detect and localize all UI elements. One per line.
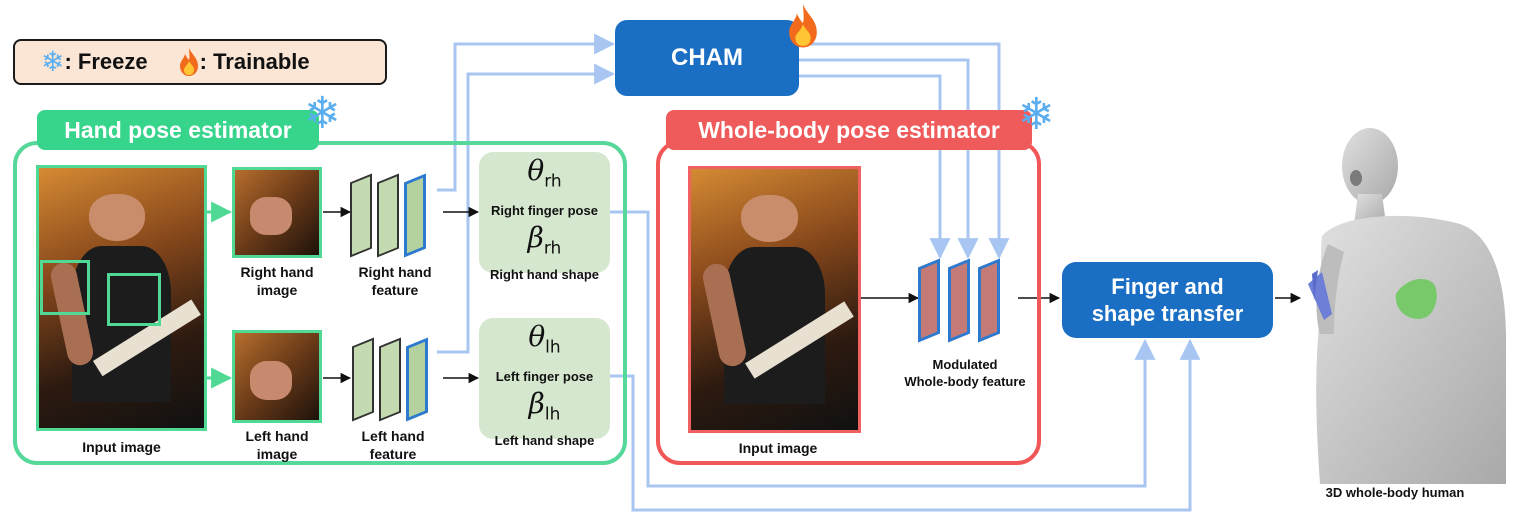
3d-human-figure: [1308, 128, 1506, 484]
left-hand-image: [232, 330, 322, 423]
theta-rh-symbol: θrh: [527, 154, 562, 192]
right-hand-crop-box: [40, 260, 90, 315]
left-hand-params-box: θlh Left finger pose βlh Left hand shape: [479, 318, 610, 448]
output-3d-human-label: 3D whole-body human: [1325, 485, 1465, 500]
snowflake-icon: ❄: [41, 45, 65, 78]
left-hand-feature-stack: [352, 322, 447, 422]
left-hand-shape-label: Left hand shape: [494, 433, 595, 449]
hand-input-image-label: Input image: [82, 439, 161, 455]
beta-rh-symbol: βrh: [527, 220, 562, 259]
right-hand-params-box: θrh Right finger pose βrh Right hand sha…: [479, 152, 610, 282]
snowflake-icon: ❄: [304, 88, 341, 139]
left-finger-pose-label: Left finger pose: [495, 368, 594, 384]
theta-lh-symbol: θlh: [528, 320, 561, 358]
legend: ❄ : Freeze : Trainable: [13, 39, 387, 85]
hand-pose-estimator-title: Hand pose estimator: [37, 110, 319, 150]
whole-body-input-image-label: Input image: [738, 440, 818, 456]
whole-body-pose-estimator-title: Whole-body pose estimator: [666, 110, 1032, 150]
beta-lh-symbol: βlh: [528, 386, 561, 425]
right-hand-shape-label: Right hand shape: [489, 267, 600, 283]
legend-freeze-label: : Freeze: [64, 49, 148, 74]
cham-module: CHAM: [615, 20, 799, 96]
modulated-feature-stack: [918, 245, 1018, 345]
right-finger-pose-label: Right finger pose: [491, 202, 598, 218]
hand-pose-estimator-panel: [13, 141, 627, 465]
right-hand-image: [232, 167, 322, 258]
legend-trainable-label: : Trainable: [199, 49, 310, 74]
right-hand-feature-stack: [350, 158, 445, 258]
fire-icon: [789, 4, 817, 48]
whole-body-input-image: [688, 166, 861, 433]
fire-icon: [179, 48, 198, 76]
snowflake-icon: ❄: [1018, 89, 1055, 140]
left-hand-crop-box: [107, 273, 161, 326]
